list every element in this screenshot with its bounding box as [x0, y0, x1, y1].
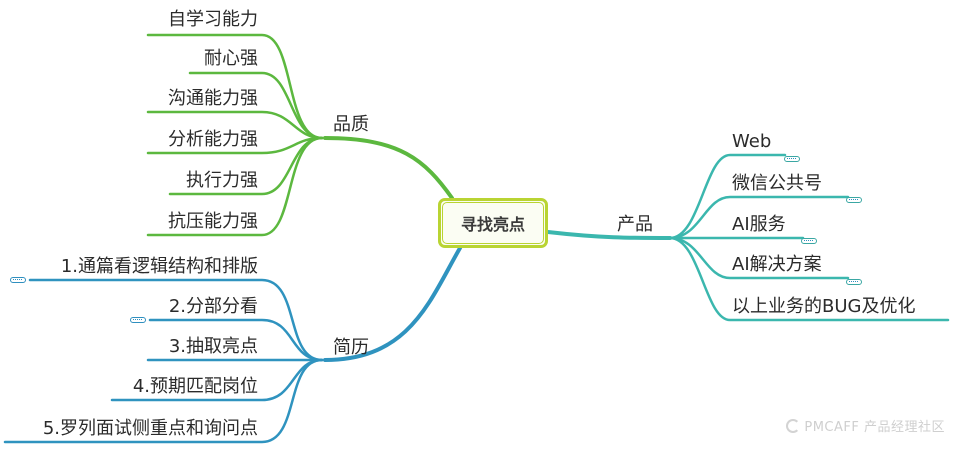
collapsed-indicator-icon[interactable] — [784, 156, 800, 162]
connector-resume-trunk — [323, 246, 462, 362]
connector-quality-6 — [146, 136, 324, 237]
connector-resume-1 — [28, 278, 324, 362]
branch-label-resume[interactable]: 简历 — [333, 337, 369, 358]
branch-label-quality[interactable]: 品质 — [333, 114, 369, 135]
center-node-inner-border — [442, 202, 544, 244]
center-node-label: 寻找亮点 — [460, 215, 525, 234]
connector-quality-2 — [188, 71, 324, 140]
connector-resume-5 — [3, 358, 324, 444]
product-item-2[interactable]: 微信公共号 — [732, 173, 822, 194]
quality-item-2[interactable]: 耐心强 — [204, 48, 258, 69]
center-node[interactable]: 寻找亮点 — [438, 198, 548, 248]
quality-item-3[interactable]: 沟通能力强 — [168, 88, 258, 109]
resume-item-4[interactable]: 4.预期匹配岗位 — [132, 376, 258, 397]
quality-item-1[interactable]: 自学习能力 — [168, 9, 258, 30]
collapsed-indicator-icon[interactable] — [10, 277, 26, 283]
connector-product-5 — [668, 236, 950, 322]
connector-product-1 — [668, 153, 787, 240]
collapsed-indicator-icon[interactable] — [130, 317, 146, 323]
resume-item-2[interactable]: 2.分部分看 — [168, 296, 258, 317]
product-item-4[interactable]: AI解决方案 — [732, 254, 822, 275]
branch-label-product[interactable]: 产品 — [617, 214, 653, 235]
product-item-3[interactable]: AI服务 — [732, 214, 786, 235]
connector-quality-3 — [146, 110, 324, 140]
quality-item-6[interactable]: 抗压能力强 — [168, 211, 258, 232]
connector-product-trunk — [546, 230, 672, 240]
product-item-5[interactable]: 以上业务的BUG及优化 — [732, 296, 916, 317]
connector-product-2 — [668, 195, 850, 240]
collapsed-indicator-icon[interactable] — [801, 238, 817, 244]
connector-resume-2 — [148, 318, 324, 362]
quality-item-5[interactable]: 执行力强 — [186, 170, 258, 191]
resume-item-1[interactable]: 1.通篇看逻辑结构和排版 — [60, 256, 258, 277]
collapsed-indicator-icon[interactable] — [846, 197, 862, 203]
watermark: PMCAFF 产品经理社区 — [786, 416, 945, 435]
resume-item-3[interactable]: 3.抽取亮点 — [168, 336, 258, 357]
pmcaff-logo-icon — [786, 418, 801, 433]
collapsed-indicator-icon[interactable] — [846, 279, 862, 285]
quality-item-4[interactable]: 分析能力强 — [168, 129, 258, 150]
resume-item-5[interactable]: 5.罗列面试侧重点和询问点 — [42, 418, 258, 439]
connector-quality-trunk — [323, 136, 454, 200]
watermark-text: PMCAFF 产品经理社区 — [804, 420, 945, 435]
product-item-1[interactable]: Web — [732, 131, 772, 152]
